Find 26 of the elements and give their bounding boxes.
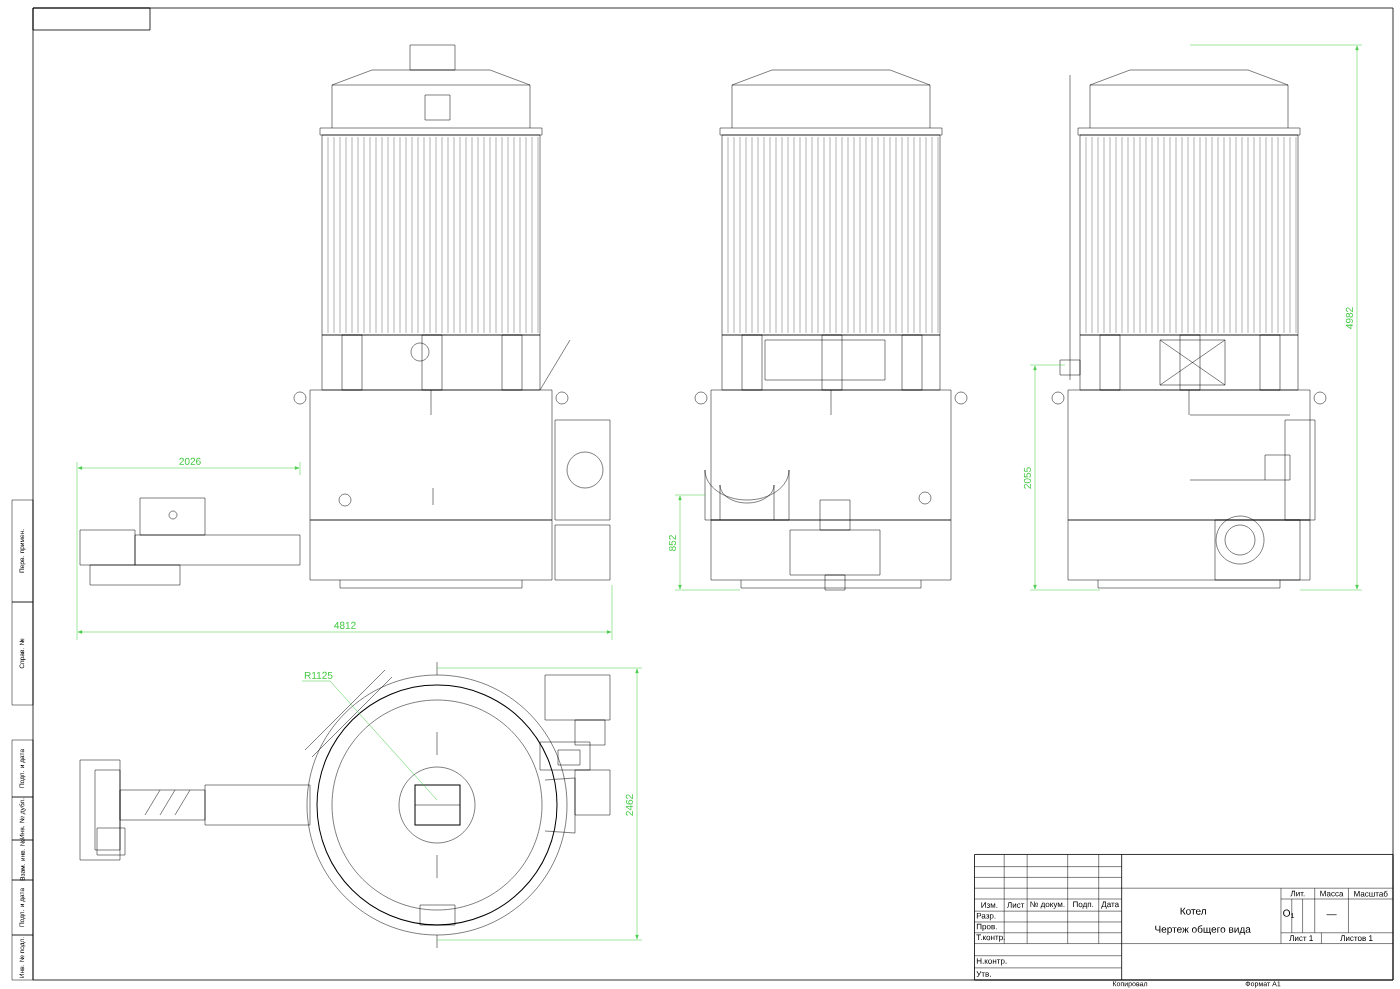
stamp-text: Масса [1320,890,1344,897]
dimension-text: 2026 [179,457,201,465]
stamp-text: Н.контр. [976,958,1007,966]
stamp-text: Лист 1 [1289,935,1313,941]
stamp-text: Изм. [981,902,998,908]
dimension-text: 4982 [1345,307,1353,329]
stamp-text: Утв. [976,971,991,977]
stamp-text: Масштаб [1354,890,1388,897]
stamp-text: Пров. [976,923,997,931]
stamp-text: — [1326,914,1337,916]
stamp-text: № докум. [1030,901,1065,909]
stamp-text: Листов 1 [1340,935,1373,941]
stamp-text: Подп. [1073,901,1094,909]
stamp-text: О$_{1}$ [1283,909,1295,919]
dimension-text: 2462 [625,794,633,816]
stamp-text: Лист [1007,902,1025,908]
dimension-text: R1125 [304,671,333,679]
dimension-text: 2055 [1023,467,1031,489]
dimension-text: 852 [668,535,676,551]
dimension-text: 4812 [334,621,356,629]
title-text: Котел [1180,907,1206,915]
stamp-text: Лит. [1290,890,1305,897]
title-text: Чертеж общего вида [1155,925,1251,935]
stamp-text: Т.контр. [976,934,1005,942]
stamp-text: Дата [1101,901,1120,909]
stamp-text: Разр. [976,912,996,921]
